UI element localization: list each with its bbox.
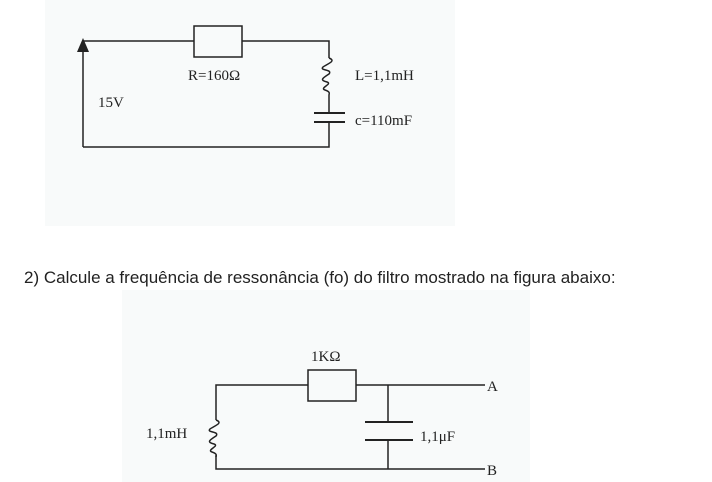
- filter-circuit: [208, 369, 485, 470]
- inductor-label: L=1,1mH: [355, 68, 414, 84]
- terminal-a-label: A: [487, 379, 498, 395]
- question-text: 2) Calcule a frequência de ressonância (…: [24, 268, 616, 287]
- wire: [82, 40, 194, 147]
- wire: [242, 40, 330, 58]
- capacitor-label: c=110mF: [355, 113, 412, 129]
- resistor: [307, 369, 357, 402]
- resistor-label: 1KΩ: [311, 349, 340, 365]
- inductor-coil: [321, 57, 333, 96]
- figure1-panel: [45, 0, 455, 226]
- source-arrow-icon: [77, 38, 89, 52]
- series-rlc-circuit: [77, 25, 345, 148]
- wire: [215, 455, 485, 470]
- resistor-label: R=160Ω: [188, 68, 240, 84]
- wire: [83, 122, 330, 148]
- capacitor-label: 1,1μF: [420, 429, 455, 445]
- source-label: 15V: [98, 95, 124, 111]
- figure2-panel: [122, 290, 530, 482]
- terminal-b-label: B: [487, 463, 497, 479]
- resistor: [193, 25, 243, 58]
- inductor-label: 1,1mH: [146, 426, 187, 442]
- inductor-coil: [208, 419, 220, 458]
- wire: [215, 384, 308, 420]
